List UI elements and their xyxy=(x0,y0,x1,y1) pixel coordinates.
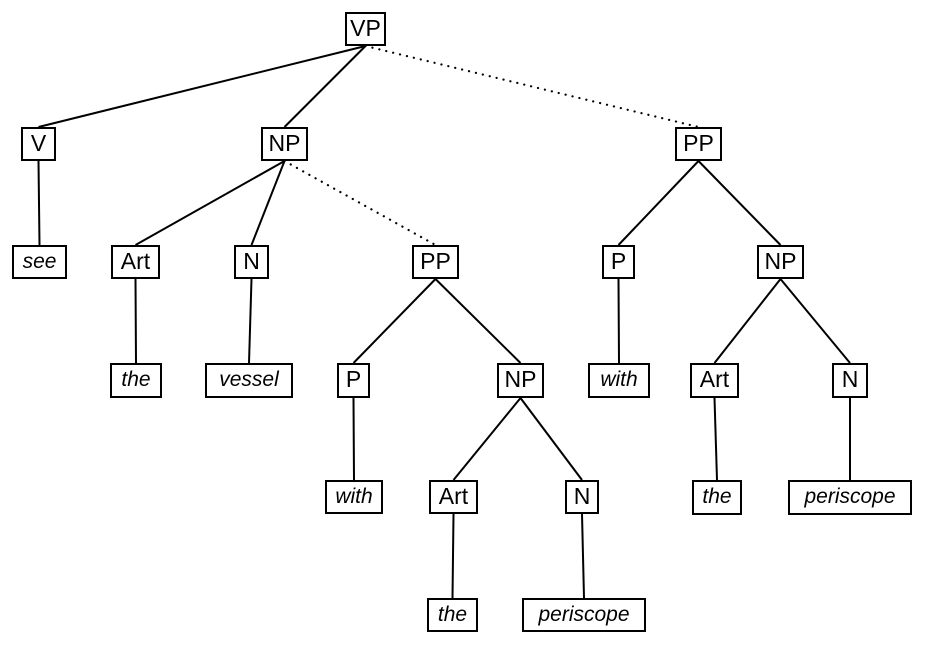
node-label: see xyxy=(22,249,57,273)
category-node-np_mid: NP xyxy=(497,363,544,398)
category-node-p_right: P xyxy=(602,245,635,279)
tree-edge-np_mid-to-art_mid xyxy=(452,397,522,481)
terminal-node-the_mid: the xyxy=(427,598,478,632)
node-label: the xyxy=(702,485,732,508)
category-node-art_right: Art xyxy=(690,363,739,398)
node-label: P xyxy=(345,366,362,392)
category-node-art_mid: Art xyxy=(429,480,478,514)
terminal-node-see: see xyxy=(12,245,67,279)
tree-edge-p_mid-to-with_mid xyxy=(352,397,355,481)
category-node-n_right: N xyxy=(832,363,868,398)
tree-edge-np1-to-n1 xyxy=(250,160,286,246)
node-label: Art xyxy=(120,247,151,274)
category-node-pp_right: PP xyxy=(675,127,722,161)
node-label: NP xyxy=(268,129,301,156)
tree-edge-pp_mid-to-np_mid xyxy=(434,278,522,364)
terminal-node-with_right: with xyxy=(588,363,650,398)
tree-edge-vp-to-v xyxy=(38,45,366,128)
node-label: with xyxy=(600,368,638,391)
node-label: PP xyxy=(420,247,451,274)
node-label: with xyxy=(335,484,373,508)
node-label: NP xyxy=(764,247,797,274)
tree-edge-pp_right-to-p_right xyxy=(617,160,700,246)
category-node-np1: NP xyxy=(261,127,308,161)
tree-edge-pp_right-to-np_right xyxy=(697,160,782,246)
node-label: N xyxy=(243,247,260,274)
terminal-node-periscope_mid: periscope xyxy=(522,598,646,632)
category-node-pp_mid: PP xyxy=(412,245,459,279)
terminal-node-the_right: the xyxy=(692,480,742,515)
node-label: V xyxy=(30,129,47,156)
tree-edge-np1-to-art1 xyxy=(135,160,285,246)
tree-edge-vp-to-pp_right xyxy=(364,44,700,129)
terminal-node-the1: the xyxy=(110,363,162,398)
terminal-node-periscope_right: periscope xyxy=(788,480,912,515)
node-label: Art xyxy=(438,482,469,509)
category-node-v: V xyxy=(21,127,56,161)
tree-edge-v-to-see xyxy=(37,160,41,246)
tree-edge-art1-to-the1 xyxy=(134,278,137,364)
node-label: N xyxy=(841,366,859,392)
node-label: periscope xyxy=(538,602,630,626)
node-label: periscope xyxy=(804,485,896,508)
tree-edge-np_mid-to-n_mid xyxy=(519,397,583,481)
node-label: VP xyxy=(350,14,381,41)
node-label: NP xyxy=(504,366,537,392)
tree-edge-np1-to-pp_mid xyxy=(283,159,437,247)
node-label: N xyxy=(573,482,591,509)
tree-edge-n_mid-to-periscope_mid xyxy=(581,513,585,599)
category-node-n_mid: N xyxy=(565,480,599,514)
category-node-vp: VP xyxy=(345,12,386,46)
node-label: the xyxy=(437,602,468,626)
tree-edge-n1-to-vessel xyxy=(248,278,253,364)
node-label: the xyxy=(121,368,151,391)
tree-edge-vp-to-np1 xyxy=(283,45,367,128)
tree-edge-np_right-to-n_right xyxy=(779,278,851,364)
tree-edge-art_right-to-the_right xyxy=(713,397,718,481)
node-label: PP xyxy=(683,129,714,156)
category-node-p_mid: P xyxy=(337,363,370,398)
category-node-n1: N xyxy=(234,245,269,279)
category-node-np_right: NP xyxy=(757,245,804,279)
terminal-node-with_mid: with xyxy=(325,480,383,514)
tree-edge-pp_mid-to-p_mid xyxy=(352,278,437,364)
tree-edge-art_mid-to-the_mid xyxy=(451,513,455,599)
tree-edge-np_right-to-art_right xyxy=(713,278,782,364)
tree-edge-p_right-to-with_right xyxy=(617,278,620,364)
terminal-node-vessel: vessel xyxy=(205,363,293,398)
node-label: P xyxy=(610,247,627,274)
node-label: vessel xyxy=(219,368,279,391)
node-label: Art xyxy=(699,366,730,392)
category-node-art1: Art xyxy=(111,245,160,279)
